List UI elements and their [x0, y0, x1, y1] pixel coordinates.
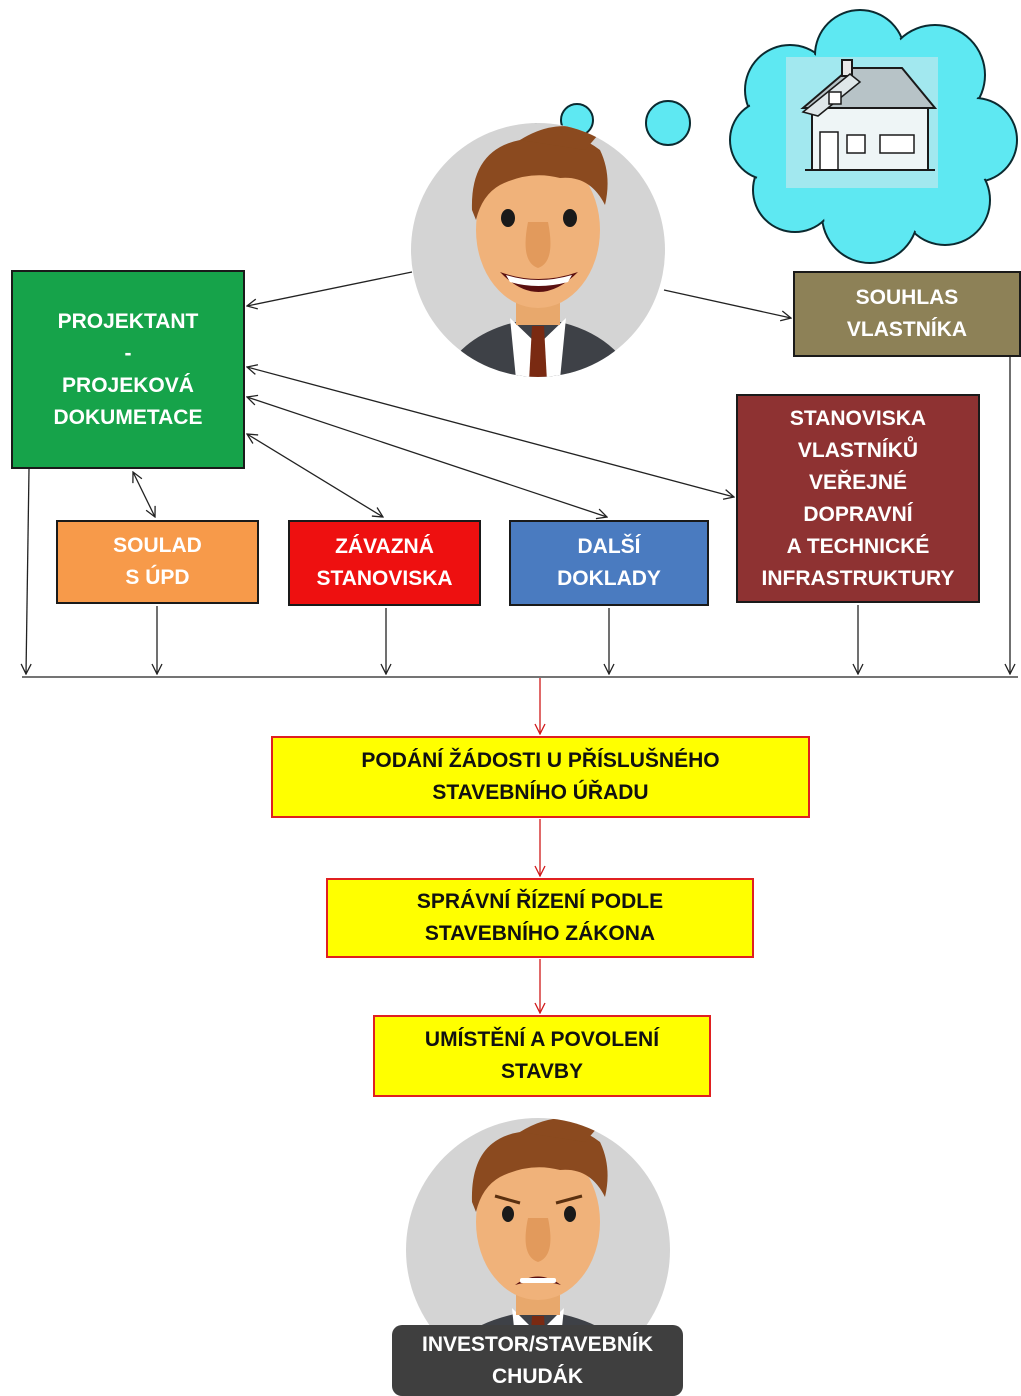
- arrow-projektant-stanoviska: [247, 367, 734, 497]
- soulad-label: SOULAD S ÚPD: [113, 534, 202, 589]
- spravni-rizeni-box: SPRÁVNÍ ŘÍZENÍ PODLE STAVEBNÍHO ZÁKONA: [326, 878, 754, 958]
- thought-bubble-large: [645, 100, 691, 146]
- souhlas-vlastnika-box: SOUHLAS VLASTNÍKA: [793, 271, 1021, 357]
- house-icon: [786, 57, 938, 188]
- soulad-upd-box: SOULAD S ÚPD: [56, 520, 259, 604]
- stanoviska-label: STANOVISKA VLASTNÍKŮ VEŘEJNÉ DOPRAVNÍ A …: [761, 406, 955, 590]
- umisteni-povoleni-box: UMÍSTĚNÍ A POVOLENÍ STAVBY: [373, 1015, 711, 1097]
- zavazna-label: ZÁVAZNÁ STANOVISKA: [316, 535, 453, 590]
- investor-label-text: INVESTOR/STAVEBNÍK CHUDÁK: [421, 1332, 654, 1388]
- arrow-man-souhlas: [663, 289, 791, 318]
- projektant-label: PROJEKTANT - PROJEKOVÁ DOKUMETACE: [53, 309, 203, 429]
- dalsi-doklady-box: DALŠÍ DOKLADY: [509, 520, 709, 606]
- arrow-projektant-soulad: [133, 472, 155, 517]
- arrow-man-projektant: [247, 271, 413, 306]
- investor-label-badge: INVESTOR/STAVEBNÍK CHUDÁK: [392, 1325, 683, 1396]
- spravni-label: SPRÁVNÍ ŘÍZENÍ PODLE STAVEBNÍHO ZÁKONA: [416, 890, 664, 945]
- dalsi-label: DALŠÍ DOKLADY: [557, 535, 661, 590]
- stanoviska-vlastniku-box: STANOVISKA VLASTNÍKŮ VEŘEJNÉ DOPRAVNÍ A …: [736, 394, 980, 603]
- souhlas-label: SOUHLAS VLASTNÍKA: [846, 286, 968, 341]
- drop-projektant: [26, 468, 29, 674]
- umisteni-label: UMÍSTĚNÍ A POVOLENÍ STAVBY: [424, 1028, 660, 1083]
- zavazna-stanoviska-box: ZÁVAZNÁ STANOVISKA: [288, 520, 481, 606]
- podani-zadosti-box: PODÁNÍ ŽÁDOSTI U PŘÍSLUŠNÉHO STAVEBNÍHO …: [271, 736, 810, 818]
- projektant-box: PROJEKTANT - PROJEKOVÁ DOKUMETACE: [11, 270, 245, 469]
- podani-label: PODÁNÍ ŽÁDOSTI U PŘÍSLUŠNÉHO STAVEBNÍHO …: [361, 749, 720, 804]
